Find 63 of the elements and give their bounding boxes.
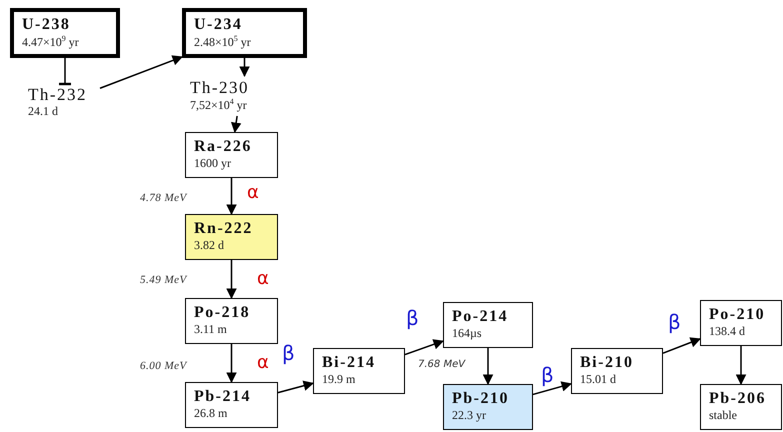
half-life: 15.01 d: [580, 372, 617, 387]
edge-label: α: [247, 184, 259, 202]
energy-note: 4.78 MeV: [140, 192, 187, 204]
isotope-name: Po-210: [709, 307, 766, 324]
isotope-box: [10, 8, 120, 58]
half-life: 4.47×10$^{9}$ yr: [22, 34, 80, 50]
half-life: 19.9 m: [322, 372, 356, 387]
edge-label: β: [541, 365, 554, 385]
half-life: 164µs: [452, 326, 483, 341]
half-life: 7,52×10$^{4}$ yr: [190, 97, 248, 113]
half-life: 22.3 yr: [452, 408, 487, 423]
isotope-name: Po-218: [194, 305, 252, 322]
edge-label: α: [257, 354, 269, 372]
isotope-box: [185, 298, 278, 344]
half-life: 138.4 d: [709, 324, 746, 339]
isotope-box: [182, 8, 307, 58]
arrow: [226, 178, 237, 216]
isotope-name: U-234: [194, 16, 244, 34]
isotope-box: [700, 300, 782, 346]
isotope-box: [185, 214, 278, 260]
arrow: [736, 346, 746, 386]
energy-note: 5.49 MeV: [140, 274, 187, 286]
arrow: [230, 116, 242, 134]
half-life: 1600 yr: [194, 156, 232, 171]
arrow: [226, 344, 237, 384]
isotope-box: [443, 384, 533, 430]
isotope-name: Pb-214: [194, 389, 252, 406]
isotope-name: Th-230: [190, 79, 250, 98]
edge-label: β: [668, 312, 681, 332]
edge-label: α: [257, 270, 269, 288]
isotope-box: [313, 348, 405, 394]
edge-label: 7.68 MeV: [418, 360, 466, 370]
half-life: 2.48×10$^{5}$ yr: [194, 34, 252, 50]
isotope-name: Pb-206: [709, 391, 767, 408]
half-life: 3.11 m: [194, 322, 228, 337]
isotope-name: Bi-210: [580, 355, 634, 372]
isotope-box: [185, 132, 278, 178]
half-life: 24.1 d: [28, 104, 59, 118]
isotope-box: [571, 348, 663, 394]
isotope-name: Po-214: [452, 309, 510, 326]
arrow: [482, 348, 494, 386]
half-life: 3.82 d: [194, 238, 225, 253]
isotope-name: Rn-222: [194, 221, 254, 238]
isotope-name: U-238: [22, 16, 72, 34]
isotope-name: Th-232: [28, 86, 88, 104]
isotope-name: Bi-214: [322, 355, 376, 372]
isotope-name: Ra-226: [194, 139, 253, 156]
isotope-name: Pb-210: [452, 391, 510, 408]
edge-label: β: [282, 343, 295, 363]
arrow: [239, 58, 250, 78]
arrow: [100, 55, 183, 89]
isotope-box: [185, 382, 278, 428]
energy-note: 6.00 MeV: [140, 360, 187, 372]
isotope-box: [700, 384, 782, 430]
edge-label: β: [406, 308, 419, 328]
arrow: [662, 337, 701, 354]
isotope-box: [443, 302, 533, 348]
arrow: [278, 380, 314, 394]
half-life: stable: [709, 408, 738, 423]
arrow: [404, 339, 444, 356]
arrow: [226, 260, 237, 300]
arrow: [532, 381, 572, 396]
half-life: 26.8 m: [194, 406, 228, 421]
